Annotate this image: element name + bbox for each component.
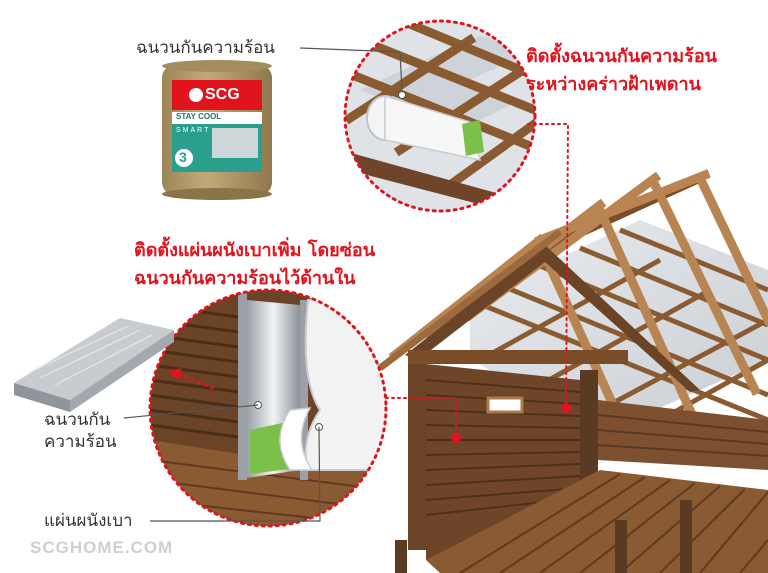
label-insulation-top: ฉนวนกันความร้อน — [136, 38, 275, 58]
product-number: 3 — [179, 149, 187, 165]
dotted-connectors — [385, 123, 570, 435]
callout-wall-line1: ติดตั้งแผ่นผนังเบาเพิ่ม โดยซ่อน — [134, 240, 376, 261]
product-name-line1: STAY COOL — [176, 112, 222, 121]
leader-lines — [123, 47, 403, 522]
label-drywall: แผ่นผนังเบา — [44, 511, 133, 531]
callout-ceiling-line2: ระหว่างคร่าวฝ้าเพดาน — [526, 74, 701, 95]
callout-ceiling-line1: ติดตั้งฉนวนกันความร้อน — [526, 46, 717, 67]
house-frame — [377, 169, 768, 573]
ceiling-inset — [343, 19, 537, 213]
callout-dots — [398, 91, 571, 443]
callout-wall-line2: ฉนวนกันความร้อนไว้ด้านใน — [134, 268, 356, 289]
foil-panel — [14, 318, 174, 412]
product-name-line2: SMART — [176, 127, 211, 134]
wall-inset — [148, 288, 388, 528]
watermark: SCGHOME.COM — [30, 538, 174, 557]
label-insulation-left-line1: ฉนวนกัน — [44, 410, 111, 430]
product-bag — [162, 60, 272, 200]
product-brand: SCG — [205, 86, 240, 103]
heat-arrow — [168, 368, 215, 390]
label-insulation-left-line2: ความร้อน — [44, 432, 117, 452]
